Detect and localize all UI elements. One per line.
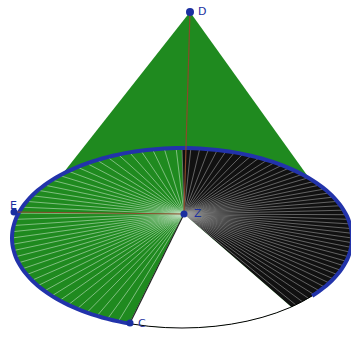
cone-surface [12,12,351,328]
fan-line [184,185,320,214]
radius-line [130,214,184,323]
point-label: Z [194,208,202,219]
fan-line [118,155,184,214]
fan-line [164,149,184,215]
radius-line [14,212,184,214]
fan-line [153,149,185,214]
fan-line [184,174,302,214]
fan-line [184,156,251,214]
fan-line [45,185,185,214]
fan-line [12,214,184,232]
fan-line [184,181,314,214]
fan-line [108,157,185,214]
fan-line [19,214,184,263]
fan-line [12,214,184,244]
fan-line [184,210,344,214]
blue-arc [12,148,351,324]
point-label: D [198,6,206,17]
fan-line [87,163,184,214]
fan-line [12,214,184,238]
height-line [184,12,190,214]
base-ellipse [12,148,351,328]
fan-line [14,214,184,251]
center-point [181,211,188,218]
point-label: C [138,318,146,329]
point-label: E [10,200,17,211]
point [127,320,134,327]
fan-line [184,206,341,214]
fan-line [16,214,184,219]
fan-line [130,152,185,214]
fan-line [68,171,184,214]
sector [130,214,292,328]
apex-point [186,8,194,16]
fan-line [184,197,334,214]
fan-line [184,149,209,214]
fan-line [14,214,184,226]
fan-line [16,214,184,257]
